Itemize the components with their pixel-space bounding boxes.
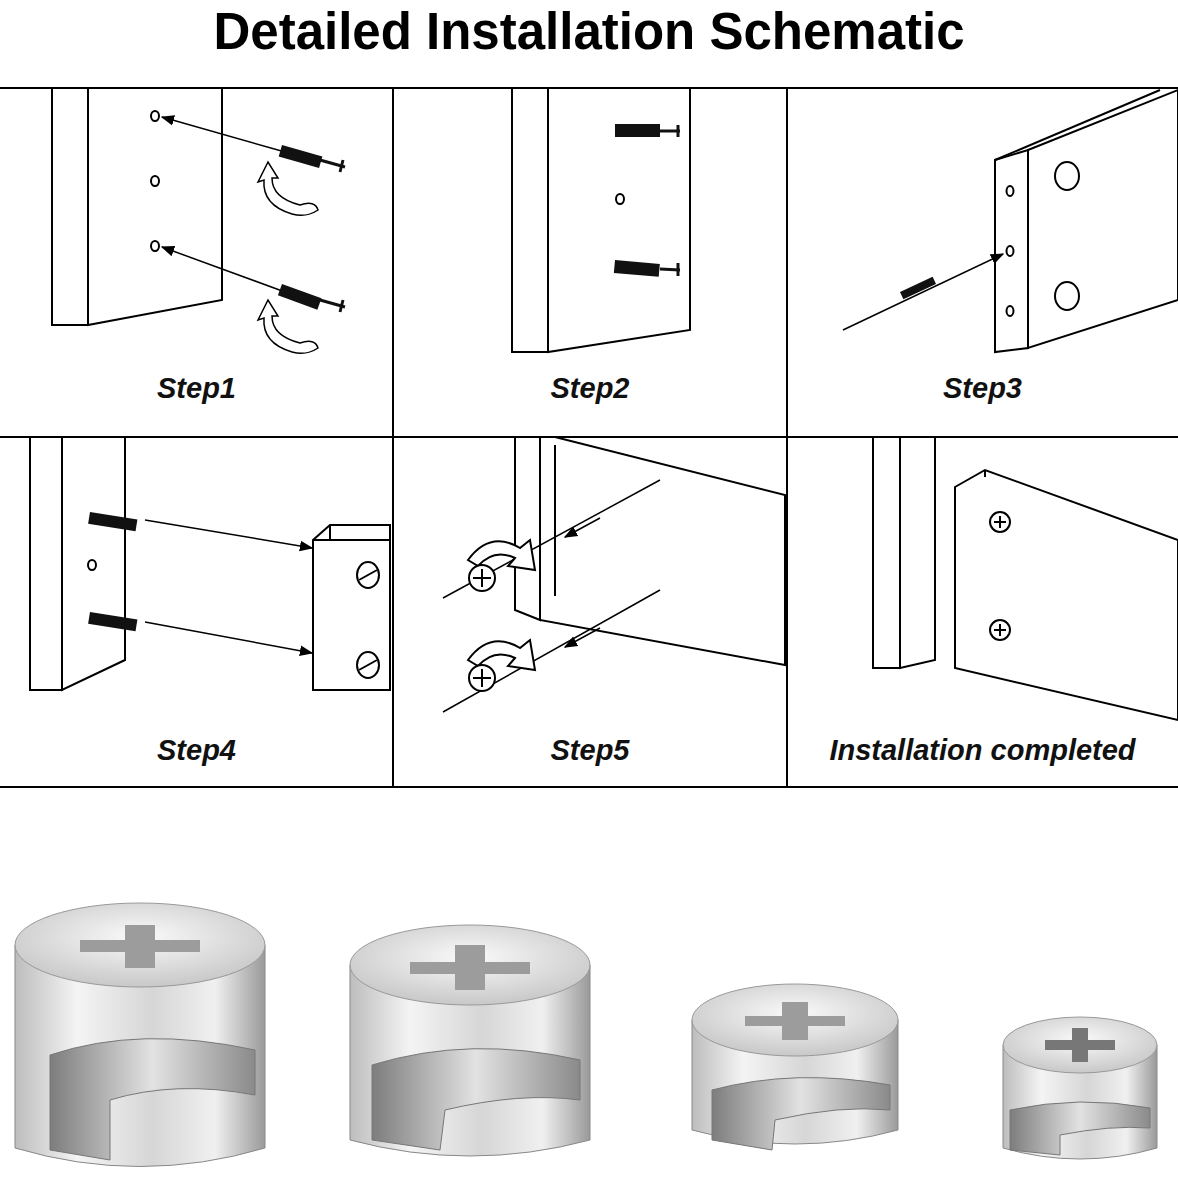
step-label: Step5 <box>393 734 787 767</box>
step-panel: Step2 <box>393 88 787 437</box>
cam-nut <box>1003 1017 1157 1159</box>
step-label: Step2 <box>393 372 787 405</box>
title: Detailed Installation Schematic <box>0 2 1178 61</box>
step-panel: Installation completed <box>787 437 1178 787</box>
step-panel: Step3 <box>787 88 1178 437</box>
step-label: Step3 <box>787 372 1178 405</box>
step-panel: Step4 <box>0 437 393 787</box>
step-panel: Step1 <box>0 88 393 437</box>
cam-nut <box>692 984 898 1150</box>
cam-nut <box>350 925 590 1156</box>
step-label: Step1 <box>0 372 393 405</box>
cam-nut <box>15 903 265 1167</box>
step-label: Installation completed <box>787 734 1178 767</box>
step-panel: Step5 <box>393 437 787 787</box>
step-label: Step4 <box>0 734 393 767</box>
